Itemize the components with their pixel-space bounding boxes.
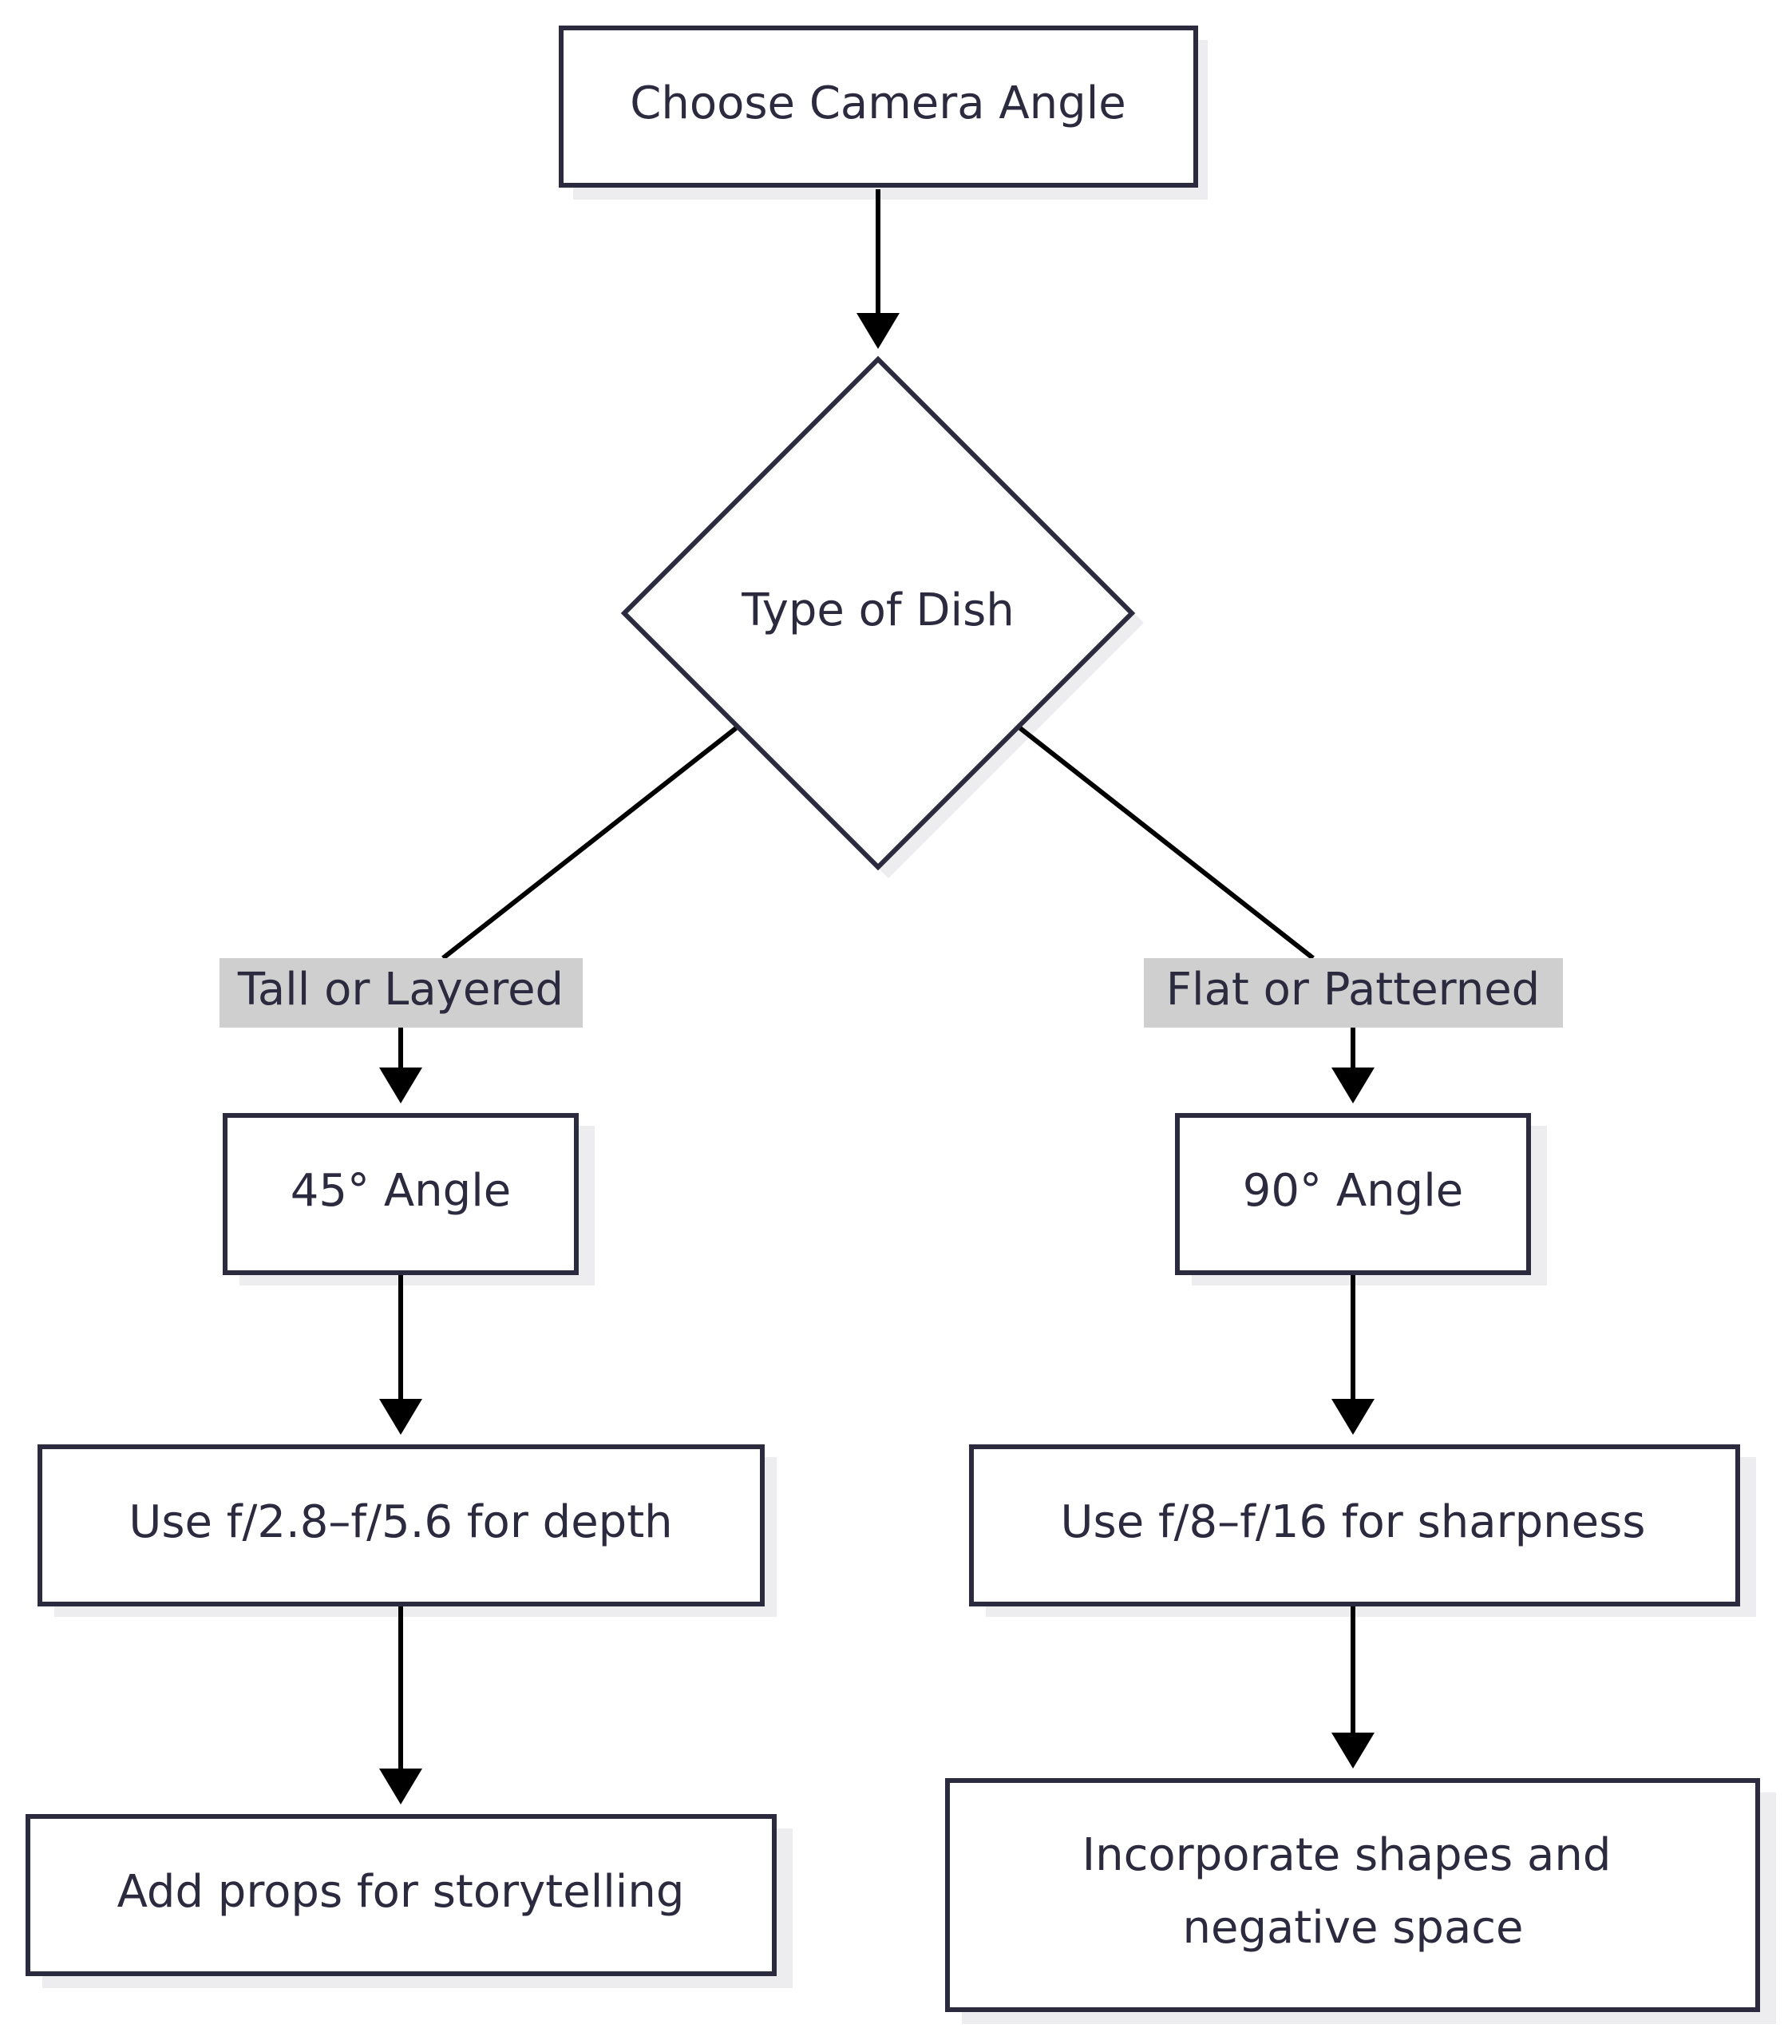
edge-label-flat-patterned: Flat or Patterned xyxy=(1144,958,1563,1028)
arrowhead-choose-to-dish xyxy=(856,313,900,349)
edge-label-text: Flat or Patterned xyxy=(1166,964,1540,1016)
node-label: Choose Camera Angle xyxy=(630,77,1125,129)
arrowhead-45-to-depth xyxy=(379,1399,422,1435)
arrowhead-tall-to-45 xyxy=(379,1068,422,1103)
arrowhead-sharpness-to-incorporate xyxy=(1331,1733,1375,1769)
edge-labels: Tall or Layered Flat or Patterned xyxy=(220,958,1563,1028)
node-angle-45[interactable]: 45° Angle xyxy=(223,1113,579,1275)
node-box xyxy=(38,1444,765,1606)
node-box xyxy=(223,1113,579,1275)
node-box xyxy=(559,26,1198,188)
node-angle-90[interactable]: 90° Angle xyxy=(1175,1113,1531,1275)
node-label-line-2: negative space xyxy=(1183,1902,1524,1954)
node-label-line-1: Incorporate shapes and xyxy=(1082,1829,1612,1881)
node-type-of-dish[interactable]: Type of Dish xyxy=(620,355,1136,871)
edge-label-tall-layered: Tall or Layered xyxy=(220,958,583,1028)
node-aperture-depth[interactable]: Use f/2.8–f/5.6 for depth xyxy=(38,1444,765,1606)
node-box xyxy=(969,1444,1740,1606)
node-label: Type of Dish xyxy=(741,584,1015,636)
node-label: Use f/8–f/16 for sharpness xyxy=(1061,1496,1646,1548)
decision-diamond xyxy=(620,355,1136,871)
node-label: Use f/2.8–f/5.6 for depth xyxy=(129,1496,672,1548)
edge-dish-to-tall xyxy=(441,726,738,961)
node-choose-camera-angle[interactable]: Choose Camera Angle xyxy=(559,26,1198,188)
node-box xyxy=(1175,1113,1531,1275)
edges xyxy=(379,189,1375,1804)
edge-dish-to-flat xyxy=(1019,726,1315,961)
node-aperture-sharpness[interactable]: Use f/8–f/16 for sharpness xyxy=(969,1444,1740,1606)
node-incorporate[interactable]: Incorporate shapes and negative space xyxy=(945,1778,1760,2012)
node-add-props[interactable]: Add props for storytelling xyxy=(26,1814,777,1976)
node-box xyxy=(945,1778,1760,2012)
edge-label-background xyxy=(220,958,583,1028)
arrowhead-depth-to-props xyxy=(379,1769,422,1804)
node-label: Add props for storytelling xyxy=(117,1866,685,1918)
node-shadows xyxy=(42,40,1776,2024)
edge-label-background xyxy=(1144,958,1563,1028)
nodes: Choose Camera Angle Type of Dish 45° Ang… xyxy=(26,26,1760,2012)
edge-label-text: Tall or Layered xyxy=(237,964,564,1016)
node-box xyxy=(26,1814,777,1976)
arrowhead-90-to-sharpness xyxy=(1331,1399,1375,1435)
node-label: 90° Angle xyxy=(1243,1165,1463,1217)
arrowhead-flat-to-90 xyxy=(1331,1068,1375,1103)
node-label: 45° Angle xyxy=(291,1165,511,1217)
